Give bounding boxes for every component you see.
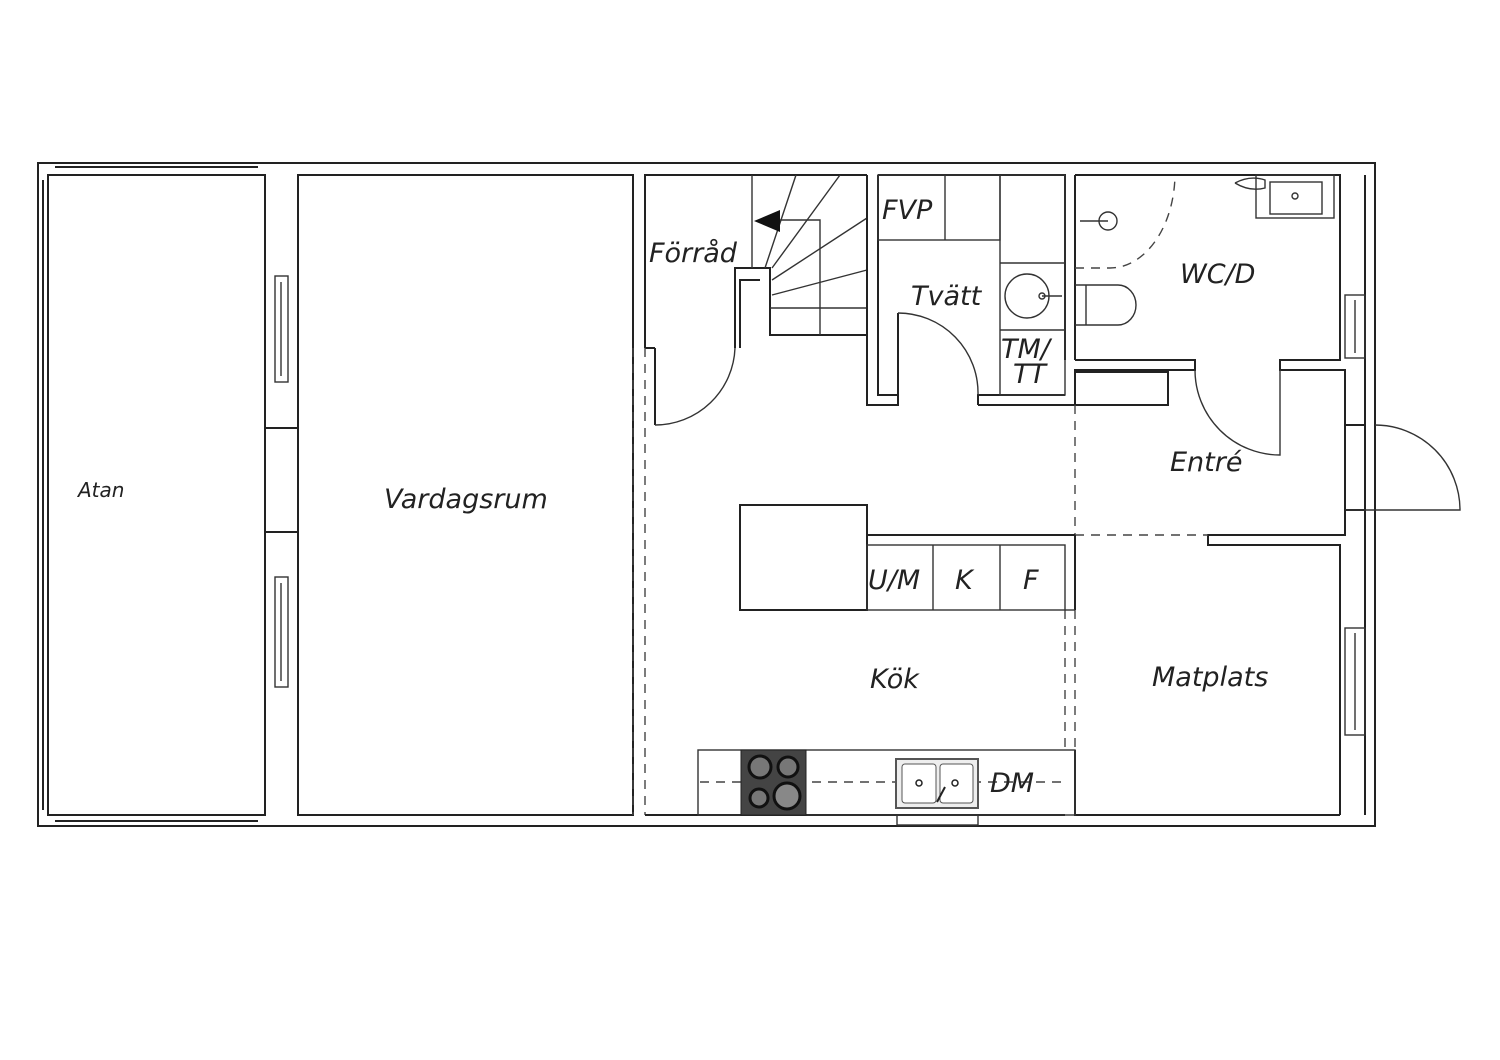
kitchen-counter bbox=[697, 749, 1076, 816]
door-entre[interactable] bbox=[1345, 424, 1461, 511]
hob-icon bbox=[740, 749, 807, 816]
label-vardagsrum: Vardagsrum bbox=[384, 484, 548, 515]
toilet-icon bbox=[1075, 284, 1137, 326]
label-fvp: FVP bbox=[882, 195, 933, 226]
kitchen-sink-icon bbox=[895, 758, 979, 809]
forrad-stairs bbox=[632, 174, 868, 815]
label-forrad: Förråd bbox=[649, 238, 738, 269]
kitchen bbox=[645, 504, 1076, 826]
stair-arrow-icon bbox=[754, 210, 780, 232]
balcony-atan bbox=[47, 174, 266, 816]
label-tt: TT bbox=[1013, 359, 1048, 390]
door-forrad[interactable] bbox=[654, 347, 736, 426]
door-tvatt[interactable] bbox=[897, 312, 979, 396]
label-wcd: WC/D bbox=[1180, 259, 1255, 290]
washbasin-icon bbox=[1255, 174, 1335, 219]
label-kok: Kök bbox=[870, 664, 920, 695]
label-tvatt: Tvätt bbox=[911, 281, 983, 312]
label-dm: DM bbox=[990, 768, 1034, 799]
label-um: U/M bbox=[868, 565, 920, 596]
wall-atan-vardagsrum bbox=[264, 175, 299, 815]
label-atan: Atan bbox=[76, 478, 124, 502]
label-tm: TM/ bbox=[1001, 334, 1053, 365]
shower-area bbox=[1075, 174, 1176, 269]
label-k: K bbox=[955, 565, 975, 596]
label-entre: Entré bbox=[1170, 447, 1242, 478]
kitchen-island bbox=[739, 504, 868, 611]
outer-walls bbox=[37, 162, 1376, 827]
room-tvatt bbox=[866, 174, 1076, 406]
room-entre bbox=[1074, 405, 1461, 815]
label-matplats: Matplats bbox=[1152, 662, 1268, 693]
door-wcd[interactable] bbox=[1194, 369, 1281, 456]
label-f: F bbox=[1023, 565, 1039, 596]
